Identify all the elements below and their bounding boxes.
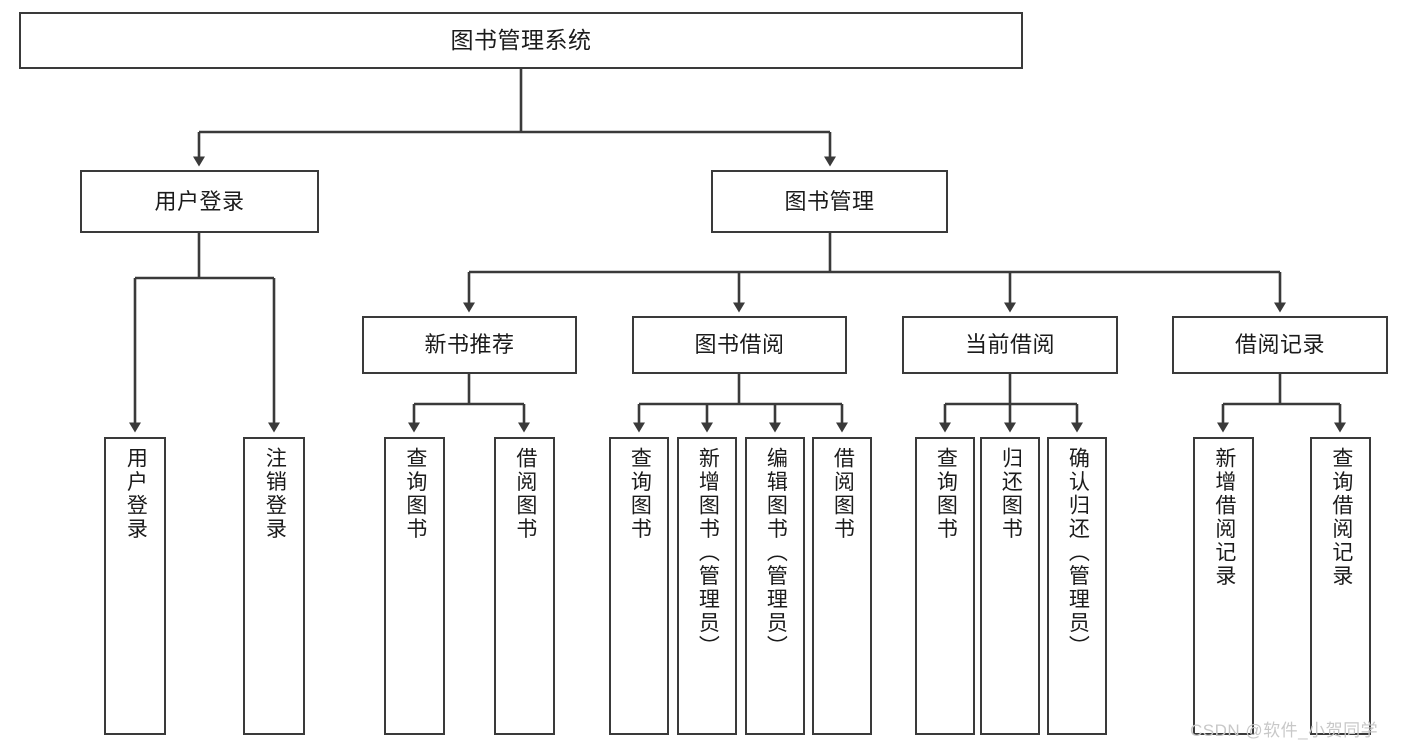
leaf-return-book[interactable]: 归还图书 (980, 437, 1040, 735)
node-label: 用户登录 (154, 188, 245, 214)
node-label: 确认归还（管理员） (1066, 447, 1090, 659)
node-label: 借阅图书 (831, 447, 855, 541)
leaf-query-book-current[interactable]: 查询图书 (915, 437, 975, 735)
node-label: 编辑图书（管理员） (764, 447, 788, 659)
leaf-confirm-return-admin[interactable]: 确认归还（管理员） (1047, 437, 1107, 735)
leaf-user-login[interactable]: 用户登录 (104, 437, 166, 735)
node-label: 借阅记录 (1234, 332, 1325, 358)
node-label: 新增图书（管理员） (696, 447, 720, 659)
leaf-logout[interactable]: 注销登录 (243, 437, 305, 735)
node-borrow-record[interactable]: 借阅记录 (1172, 316, 1388, 374)
node-label: 查询图书 (934, 447, 958, 541)
node-root-book-management-system[interactable]: 图书管理系统 (19, 12, 1023, 69)
leaf-add-borrow-record[interactable]: 新增借阅记录 (1193, 437, 1254, 735)
node-new-book-recommend[interactable]: 新书推荐 (362, 316, 577, 374)
node-label: 注销登录 (263, 447, 287, 541)
node-book-borrow[interactable]: 图书借阅 (632, 316, 847, 374)
node-label: 查询借阅记录 (1329, 447, 1353, 588)
node-user-login[interactable]: 用户登录 (80, 170, 319, 233)
leaf-borrow-book-new-book[interactable]: 借阅图书 (494, 437, 555, 735)
node-current-borrow[interactable]: 当前借阅 (902, 316, 1118, 374)
leaf-query-book-new-book[interactable]: 查询图书 (384, 437, 445, 735)
leaf-query-book-borrow[interactable]: 查询图书 (609, 437, 669, 735)
node-label: 归还图书 (999, 447, 1023, 541)
leaf-query-borrow-record[interactable]: 查询借阅记录 (1310, 437, 1371, 735)
node-book-management[interactable]: 图书管理 (711, 170, 948, 233)
node-label: 查询图书 (403, 447, 427, 541)
node-label: 新增借阅记录 (1212, 447, 1236, 588)
node-label: 图书管理 (784, 188, 875, 214)
node-label: 图书借阅 (694, 332, 785, 358)
leaf-borrow-book-borrow[interactable]: 借阅图书 (812, 437, 872, 735)
node-label: 借阅图书 (513, 447, 537, 541)
node-label: 当前借阅 (964, 332, 1055, 358)
node-label: 查询图书 (628, 447, 652, 541)
leaf-edit-book-admin[interactable]: 编辑图书（管理员） (745, 437, 805, 735)
node-label: 图书管理系统 (450, 26, 592, 53)
node-label: 新书推荐 (424, 332, 515, 358)
node-label: 用户登录 (124, 447, 148, 541)
leaf-add-book-admin[interactable]: 新增图书（管理员） (677, 437, 737, 735)
csdn-watermark: CSDN @软件_小贺同学 (1190, 721, 1379, 740)
